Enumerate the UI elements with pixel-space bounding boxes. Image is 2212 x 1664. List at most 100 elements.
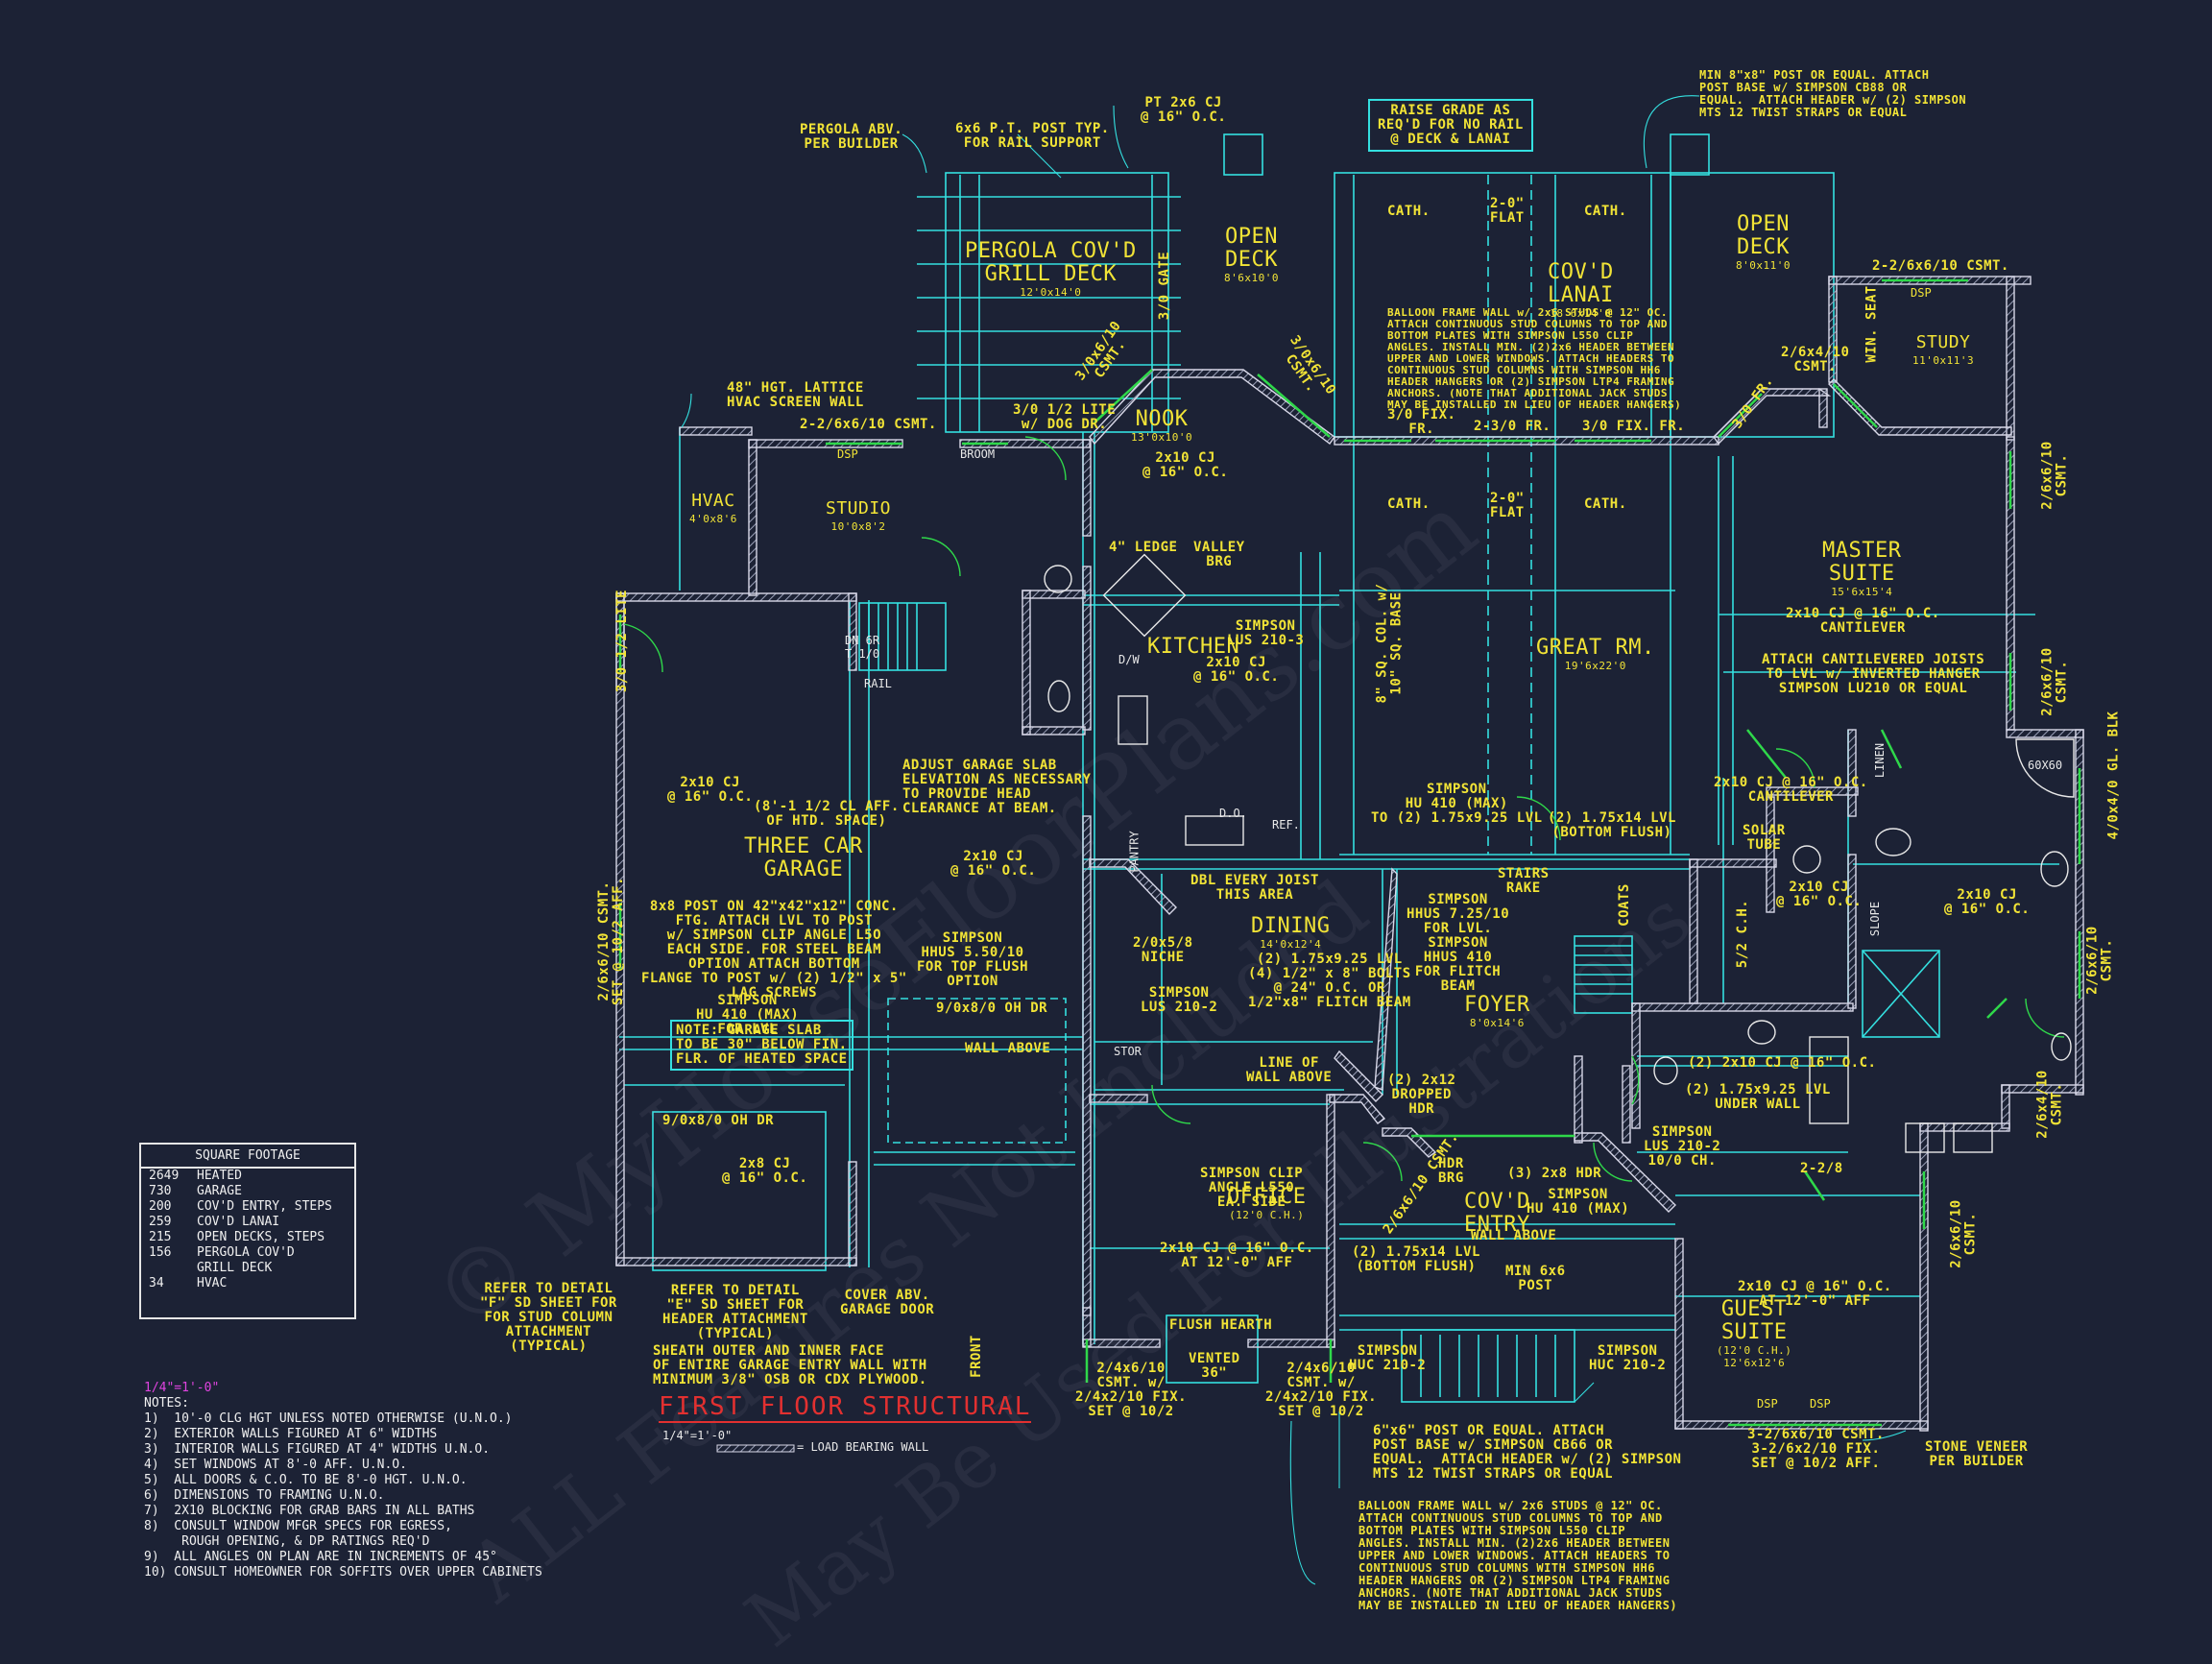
- note-wall-above-2: WALL ABOVE: [1471, 1228, 1557, 1243]
- note-lvl-flush: (2) 1.75x14 LVL (BOTTOM FLUSH): [1548, 810, 1676, 840]
- load-bearing-swatch: [716, 1444, 795, 1453]
- note-dw: D/W: [1118, 653, 1140, 666]
- note-item: 4) SET WINDOWS AT 8'-0 AFF. U.N.O.: [144, 1458, 407, 1472]
- notes-header: NOTES:: [144, 1396, 189, 1411]
- note-wall-above: WALL ABOVE: [965, 1041, 1051, 1056]
- note-coats: COATS: [1616, 883, 1632, 927]
- note-pt-cj: PT 2x6 CJ @ 16" O.C.: [1141, 95, 1227, 125]
- note-csmt-b1: 2/6x6/10 CSMT.: [2084, 926, 2115, 995]
- note-csmt-m2: 2/6x6/10 CSMT.: [2039, 647, 2070, 716]
- note-hu410-2: SIMPSON HU 410 (MAX) TO (2) 1.75x9.25 LV…: [1371, 782, 1543, 826]
- note-item: 10) CONSULT HOMEOWNER FOR SOFFITS OVER U…: [144, 1565, 542, 1580]
- sqft-value: [149, 1261, 197, 1276]
- note-dsp-1: DSP: [837, 447, 858, 461]
- note-cath-4: CATH.: [1584, 496, 1627, 512]
- sqft-label: GRILL DECK: [197, 1261, 273, 1275]
- room-great: GREAT RM.19'6x22'0: [1536, 636, 1655, 673]
- note-hu-max: SIMPSON HU 410 (MAX): [1527, 1187, 1630, 1217]
- fixtures: [1044, 553, 2075, 1153]
- note-stone: STONE VENEER PER BUILDER: [1925, 1439, 2029, 1469]
- note-cj-w: 2x10 CJ @ 16" O.C. CANTILEVER: [1714, 775, 1868, 805]
- note-cj-master: 2x10 CJ @ 16" O.C. CANTILEVER: [1786, 606, 1940, 636]
- room-broom: BROOM: [960, 447, 996, 461]
- note-post-base: MIN 8"x8" POST OR EQUAL. ATTACH POST BAS…: [1699, 68, 1967, 119]
- note-raise-grade: RAISE GRADE AS REQ'D FOR NO RAIL @ DECK …: [1368, 99, 1533, 152]
- note-csmt-o1: 2/4x6/10 CSMT. w/ 2/4x2/10 FIX. SET @ 10…: [1075, 1361, 1188, 1419]
- scale-top: 1/4"=1'-0": [144, 1381, 220, 1395]
- note-dsp-g2: DSP: [1810, 1397, 1831, 1411]
- note-slope: SLOPE: [1868, 901, 1883, 937]
- note-item: 7) 2X10 BLOCKING FOR GRAB BARS IN ALL BA…: [144, 1504, 475, 1518]
- note-cantilever: ATTACH CANTILEVERED JOISTS TO LVL w/ INV…: [1762, 652, 1985, 696]
- note-item: 2) EXTERIOR WALLS FIGURED AT 6" WIDTHS: [144, 1427, 438, 1441]
- note-do: D.O.: [1219, 807, 1247, 820]
- note-fr-2310: 2-3/0 FR.: [1474, 419, 1551, 434]
- note-item: ROUGH OPENING, & DP RATINGS REQ'D: [144, 1534, 430, 1549]
- load-bearing-legend: = LOAD BEARING WALL: [797, 1440, 929, 1454]
- note-hdr-3x8: (3) 2x8 HDR: [1507, 1166, 1602, 1181]
- note-hu410: SIMPSON HU 410 (MAX) FOR LVL: [696, 993, 800, 1037]
- note-ohdr-2: 9/0x8/0 OH DR: [662, 1113, 775, 1128]
- note-cj-garage-1: 2x10 CJ @ 16" O.C.: [667, 775, 754, 805]
- sqft-value: 730: [149, 1184, 172, 1198]
- note-gate: 3/0 GATE: [1157, 251, 1173, 321]
- note-csmt-b2: 2/6x4/10 CSMT.: [2034, 1070, 2065, 1139]
- note-cj-nook: 2x10 CJ @ 16" O.C.: [1142, 450, 1229, 480]
- door-swings: [623, 436, 2065, 1182]
- sqft-label: HEATED: [197, 1169, 242, 1183]
- note-item: 6) DIMENSIONS TO FRAMING U.N.O.: [144, 1488, 385, 1503]
- sqft-value: 2649: [149, 1169, 180, 1183]
- note-csmt-m1: 2/6x6/10 CSMT.: [2039, 441, 2070, 510]
- note-refer-f: REFER TO DETAIL "F" SD SHEET FOR FOR STU…: [480, 1281, 617, 1354]
- note-refer-e: REFER TO DETAIL "E" SD SHEET FOR HEADER …: [662, 1283, 808, 1341]
- note-cath-3: CATH.: [1387, 496, 1431, 512]
- note-valley: VALLEY BRG: [1193, 540, 1245, 569]
- note-post-typ: 6x6 P.T. POST TYP. FOR RAIL SUPPORT: [955, 121, 1110, 151]
- note-pantry: PANTRY: [1127, 831, 1142, 873]
- note-ledge: 4" LEDGE: [1109, 540, 1178, 555]
- note-post-conc: 8x8 POST ON 42"x42"x12" CONC. FTG. ATTAC…: [641, 899, 907, 1001]
- note-niche: 2/0x5/8 NICHE: [1133, 935, 1193, 965]
- note-balloon-lanai: BALLOON FRAME WALL w/ 2x6 STUDS @ 12" OC…: [1387, 306, 1682, 411]
- note-col-8sq: 8" SQ. COL. w/ 10" SQ. BASE: [1374, 583, 1405, 704]
- note-ohdr-1: 9/0x8/0 OH DR: [936, 1001, 1048, 1016]
- note-cj-ga: 2x8 CJ @ 16" O.C.: [722, 1156, 808, 1186]
- note-ch-52: 5/2 C.H.: [1735, 899, 1751, 969]
- note-hdr-brg: HDR BRG: [1438, 1156, 1464, 1186]
- note-tub: 60X60: [2028, 759, 2063, 772]
- note-glblk: 4/0x4/0 GL. BLK: [2105, 711, 2122, 840]
- leader-lines: [681, 95, 1907, 1585]
- note-dn6r: DN 6R T 1/0: [845, 634, 880, 661]
- note-lite-dog: 3/0 1/2 LITE w/ DOG DR.: [1013, 402, 1117, 432]
- note-adjust-slab: ADJUST GARAGE SLAB ELEVATION AS NECESSAR…: [902, 758, 1092, 816]
- note-cath-1: CATH.: [1387, 204, 1431, 219]
- note-stairs-rake: STAIRS RAKE: [1498, 866, 1550, 896]
- note-lus-3: SIMPSON LUS 210-2 10/0 CH.: [1644, 1124, 1721, 1169]
- square-footage-header: SQUARE FOOTAGE: [141, 1145, 354, 1169]
- square-footage-row: 730 GARAGE: [141, 1184, 354, 1199]
- note-sheath: SHEATH OUTER AND INNER FACE OF ENTIRE GA…: [653, 1343, 927, 1387]
- note-lvl-flush-2: (2) 1.75x14 LVL (BOTTOM FLUSH): [1352, 1244, 1480, 1274]
- sqft-label: PERGOLA COV'D: [197, 1245, 295, 1260]
- note-lus-2: SIMPSON LUS 210-2: [1141, 985, 1218, 1015]
- note-dsp-2: DSP: [1911, 286, 1932, 300]
- note-item: 1) 10'-0 CLG HGT UNLESS NOTED OTHERWISE …: [144, 1411, 513, 1426]
- note-huc-1: SIMPSON HUC 210-2: [1349, 1343, 1427, 1373]
- sqft-label: GARAGE: [197, 1184, 242, 1198]
- note-rail: RAIL: [864, 677, 892, 690]
- square-footage-row: 156 PERGOLA COV'D: [141, 1245, 354, 1261]
- note-fix-fr: 3/0 FIX. FR.: [1387, 407, 1456, 437]
- sqft-value: 156: [149, 1245, 172, 1260]
